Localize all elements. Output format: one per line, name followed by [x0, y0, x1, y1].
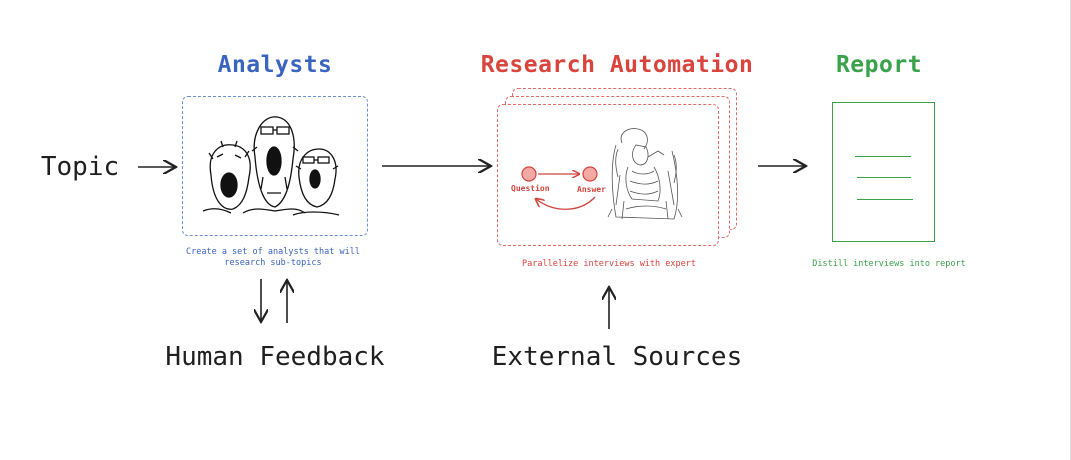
- analysts-heading: Analysts: [217, 52, 333, 78]
- answer-node: [582, 166, 598, 182]
- research-automation-heading: Research Automation: [480, 52, 754, 78]
- human-feedback-label: Human Feedback: [165, 342, 385, 372]
- topic-label: Topic: [40, 152, 120, 182]
- question-label: Question: [511, 183, 550, 193]
- external-sources-label: External Sources: [491, 342, 743, 372]
- expert-sketch: [607, 128, 683, 220]
- answer-label: Answer: [577, 185, 606, 194]
- report-caption: Distill interviews into report: [812, 259, 966, 269]
- report-line-1: [855, 156, 911, 157]
- report-heading: Report: [835, 52, 923, 78]
- report-line-2: [857, 177, 911, 178]
- analysts-box: [182, 96, 368, 236]
- analysts-illustration: [202, 116, 340, 216]
- analysts-caption: Create a set of analysts that will resea…: [186, 247, 360, 268]
- question-node: [521, 166, 537, 182]
- analysts-caption-line2: research sub-topics: [224, 257, 322, 268]
- report-document: [832, 102, 935, 242]
- report-line-3: [857, 199, 913, 200]
- research-box-front: Question Answer: [497, 104, 719, 246]
- analysts-caption-line1: Create a set of analysts that will: [186, 247, 360, 257]
- interview-illustration: Question Answer: [511, 128, 683, 220]
- research-caption: Parallelize interviews with expert: [522, 259, 696, 269]
